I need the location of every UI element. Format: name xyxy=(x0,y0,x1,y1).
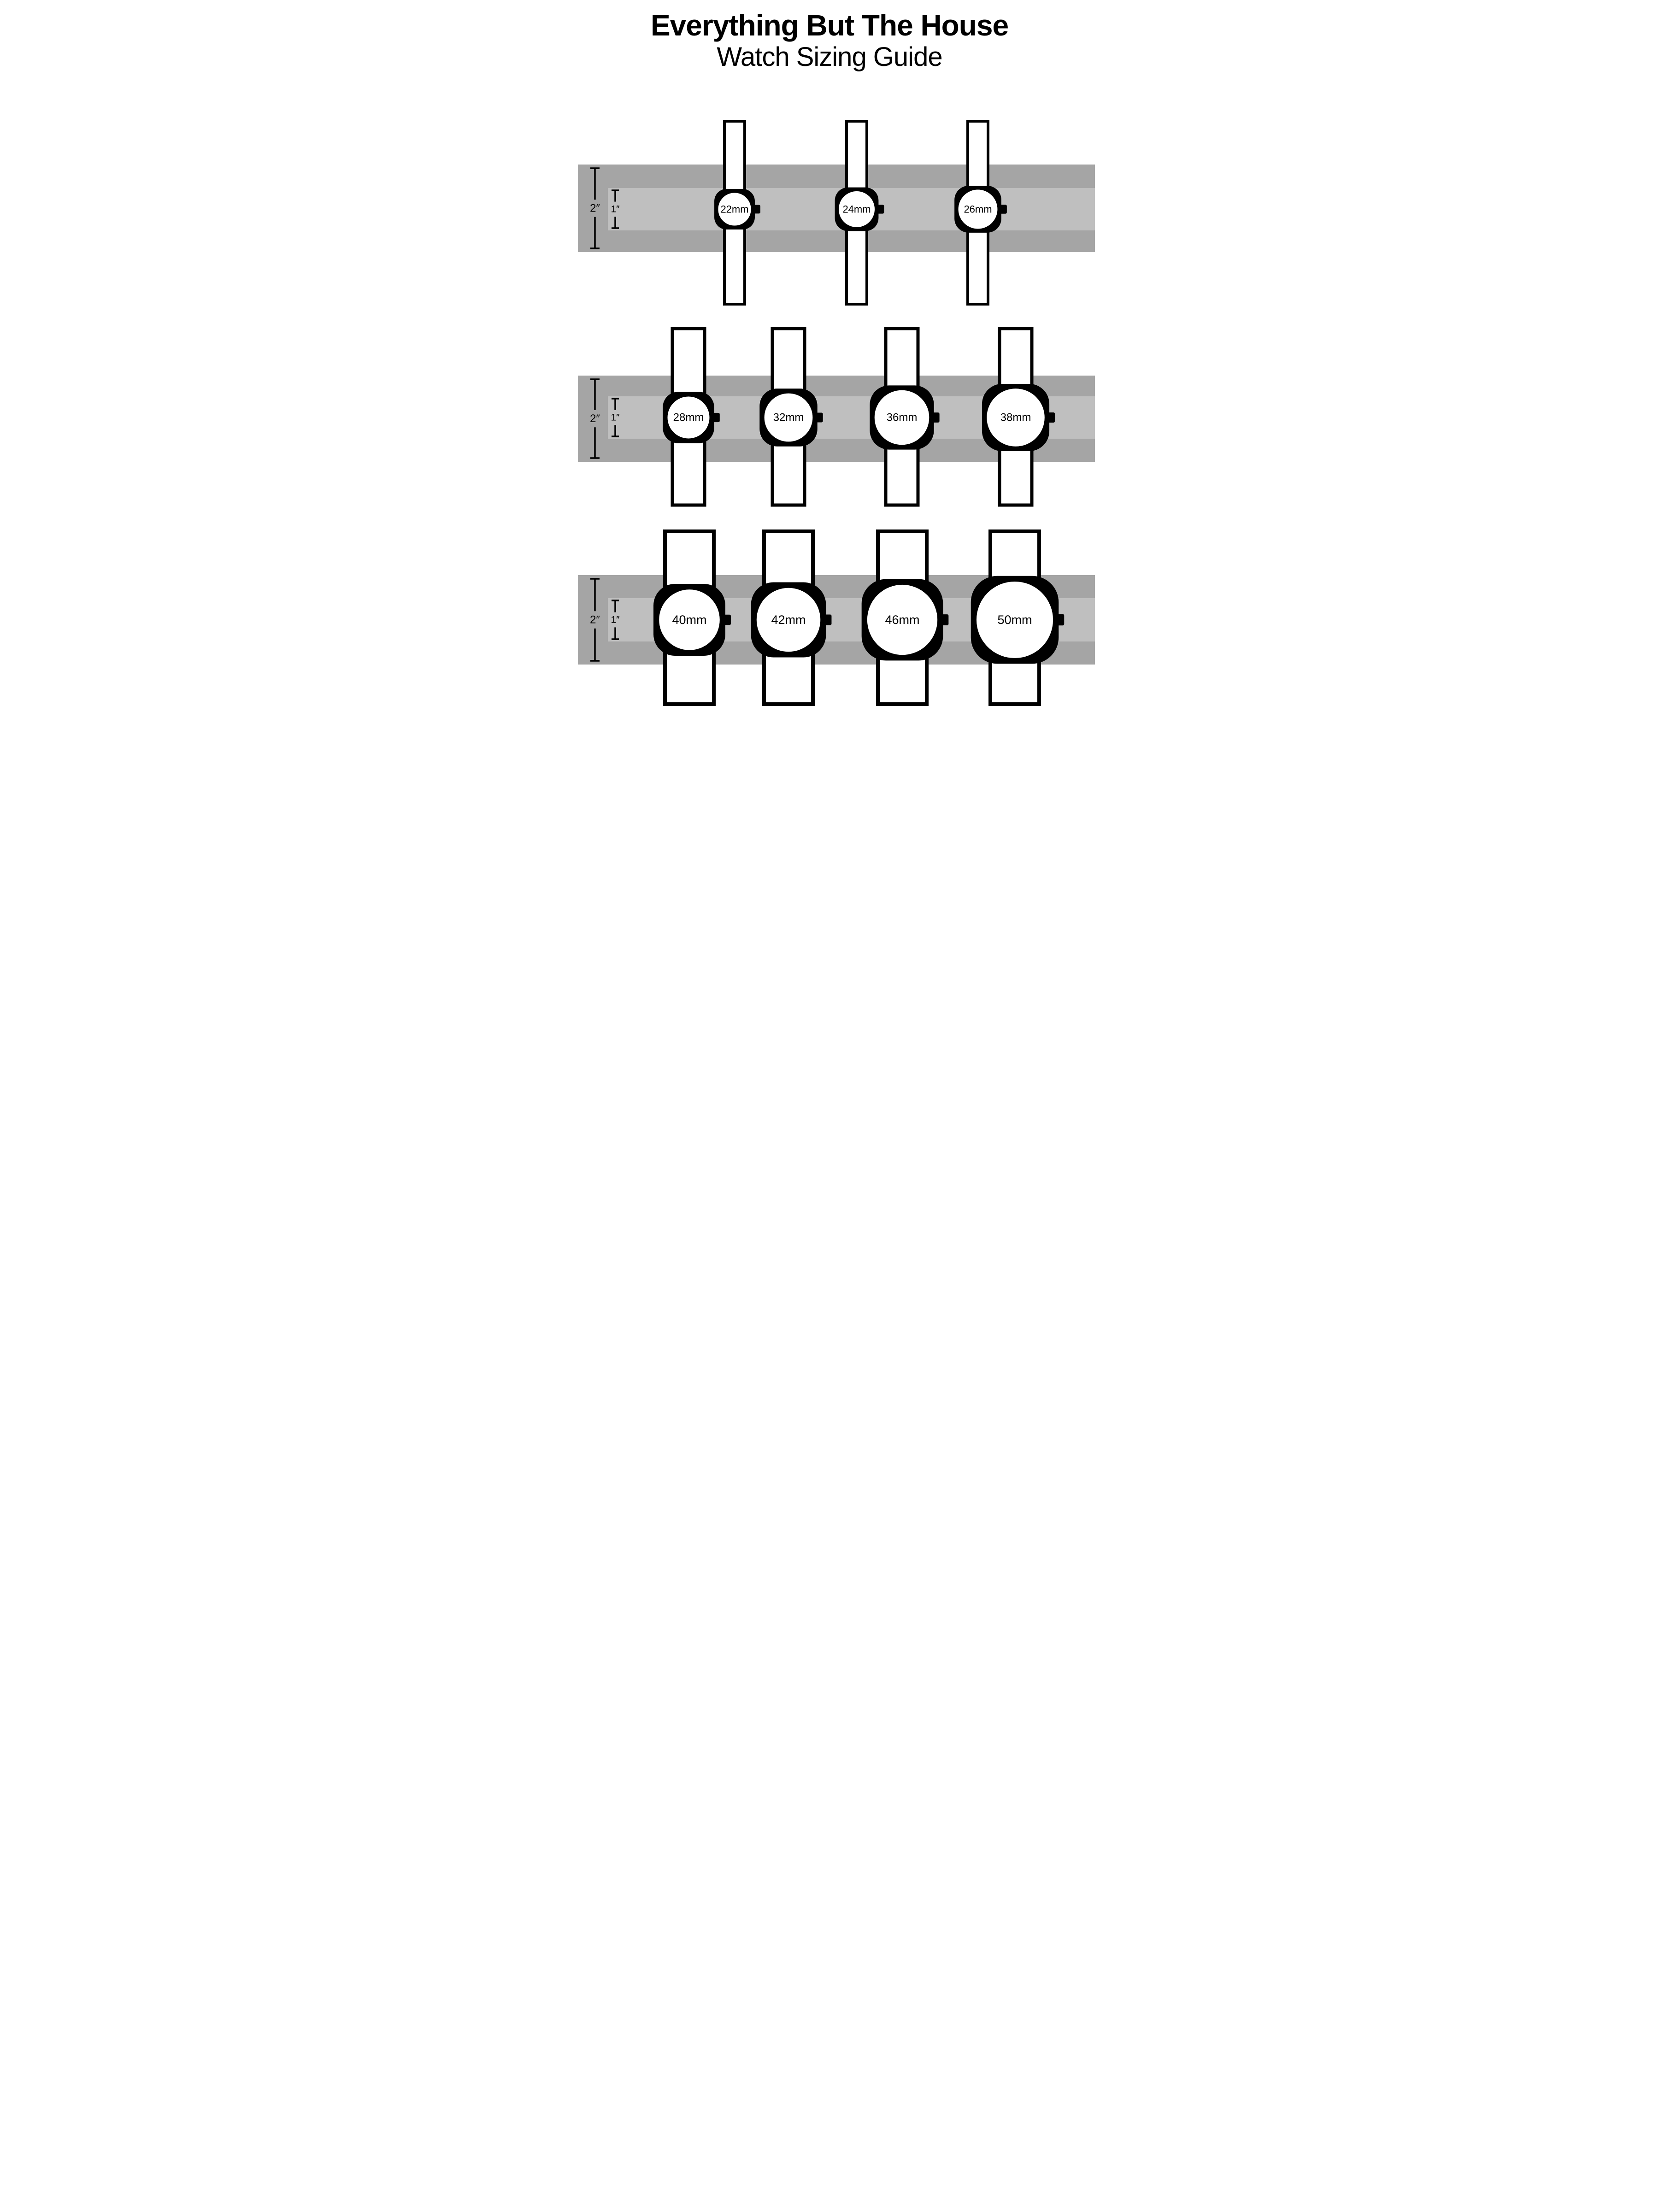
measure-marker-1in: 1″ xyxy=(611,600,620,640)
watch-crown xyxy=(712,412,720,423)
measure-label: 1″ xyxy=(611,615,620,625)
watch-size-label: 32mm xyxy=(773,412,804,424)
measure-label: 2″ xyxy=(590,202,600,215)
watch-size-label: 46mm xyxy=(885,613,919,627)
measure-label: 2″ xyxy=(590,614,600,626)
watch-36mm: 36mm xyxy=(870,327,940,507)
watch-sizing-guide-page: Everything But The House Watch Sizing Gu… xyxy=(564,0,1095,708)
watch-size-label: 42mm xyxy=(771,613,806,627)
watch-face xyxy=(753,585,824,655)
watch-face xyxy=(956,187,1000,231)
watch-size-label: 40mm xyxy=(672,613,706,627)
watch-size-label: 22mm xyxy=(720,204,748,215)
watch-row-small-watches: 2″ 1″ 22mm 24mm 26mm xyxy=(578,120,1095,306)
watch-face xyxy=(761,390,815,444)
watch-crown xyxy=(877,205,884,214)
measure-marker-2in: 2″ xyxy=(590,378,600,459)
watch-row-large-watches: 2″ 1″ 40mm 42mm 46mm 50mm xyxy=(578,529,1095,706)
title-block: Everything But The House Watch Sizing Gu… xyxy=(564,9,1095,72)
watch-size-label: 28mm xyxy=(673,412,704,424)
watch-26mm: 26mm xyxy=(954,120,1007,306)
watch-row-medium-watches: 2″ 1″ 28mm 32mm 36mm 38mm xyxy=(578,327,1095,507)
watch-face xyxy=(716,190,753,228)
page-title: Everything But The House xyxy=(650,9,1009,42)
watch-face xyxy=(872,388,932,447)
measure-label: 1″ xyxy=(611,412,620,423)
watch-face xyxy=(973,578,1056,661)
watch-50mm: 50mm xyxy=(971,529,1065,706)
watch-size-label: 50mm xyxy=(997,613,1032,627)
watch-size-label: 36mm xyxy=(887,412,918,424)
watch-face xyxy=(836,189,877,229)
watch-28mm: 28mm xyxy=(663,327,720,507)
watch-38mm: 38mm xyxy=(982,327,1055,507)
watch-46mm: 46mm xyxy=(861,529,949,706)
watch-face xyxy=(656,586,723,653)
watch-face xyxy=(665,394,712,441)
page-subtitle: Watch Sizing Guide xyxy=(717,41,942,72)
watch-face xyxy=(984,386,1047,449)
watch-42mm: 42mm xyxy=(751,529,832,706)
measure-marker-2in: 2″ xyxy=(590,578,600,662)
measure-marker-2in: 2″ xyxy=(590,167,600,249)
measure-marker-1in: 1″ xyxy=(611,189,620,229)
watch-sizing-diagram: 2″ 1″ 22mm 24mm 26mm 2″ 1″ 28mm 32mm 36mm 38mm 2″ 1″… xyxy=(578,120,1095,706)
watch-size-label: 38mm xyxy=(1000,412,1031,424)
watch-24mm: 24mm xyxy=(835,120,884,306)
measure-marker-1in: 1″ xyxy=(611,398,620,437)
watch-22mm: 22mm xyxy=(714,120,760,306)
watch-size-label: 24mm xyxy=(842,204,871,215)
watch-face xyxy=(864,582,941,658)
watch-crown xyxy=(999,205,1007,214)
watch-size-label: 26mm xyxy=(964,204,992,215)
watch-40mm: 40mm xyxy=(653,529,731,706)
measure-label: 1″ xyxy=(611,204,620,215)
measure-label: 2″ xyxy=(590,412,600,425)
watch-32mm: 32mm xyxy=(759,327,823,507)
